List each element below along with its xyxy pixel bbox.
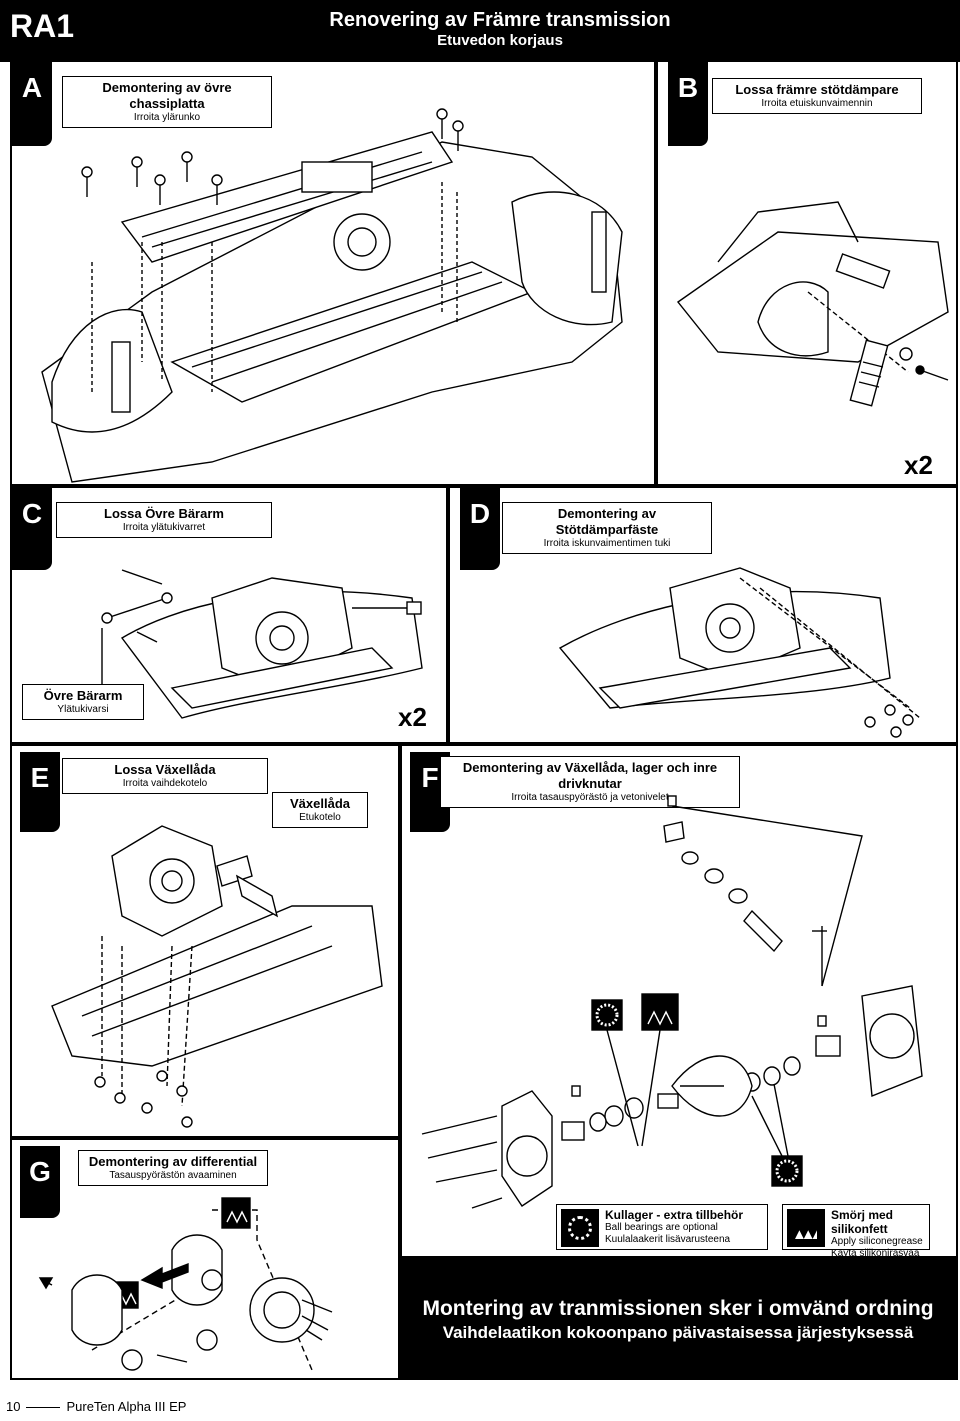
grease-legend-line3: Käytä silikonirasvaa: [831, 1248, 920, 1259]
step-a-title: Demontering av övre chassiplatta: [102, 80, 232, 111]
gearbox-part-title: Växellåda: [290, 796, 350, 811]
grease-legend-line2: Apply siliconegrease: [831, 1236, 923, 1247]
bearings-legend-line1: Kullager - extra tillbehör: [605, 1208, 744, 1222]
page-subtitle: Etuvedon korjaus: [437, 32, 563, 49]
shock-mount-illustration: [558, 567, 921, 738]
upper-arm-illustration: [101, 569, 423, 719]
gearbox-removal-illustration: [51, 825, 383, 1128]
bearings-legend: Kullager - extra tillbehör Ball bearings…: [556, 1204, 768, 1250]
step-d-subtitle: Irroita iskunvaimentimen tuki: [543, 538, 671, 549]
assembly-note-line1: Montering av tranmissionen sker i omvänd…: [422, 1297, 934, 1320]
bearings-legend-line3: Kuulalaakerit lisävarusteena: [605, 1234, 731, 1245]
header-titles: Renovering av Främre transmission Etuved…: [0, 8, 960, 50]
step-g-tab: G: [20, 1146, 60, 1218]
step-a-panel: A Demontering av övre chassiplatta Irroi…: [10, 60, 656, 486]
page-header: RA1 Renovering av Främre transmission Et…: [0, 0, 960, 62]
step-d-title: Demontering av Stötdämparfäste: [555, 506, 659, 537]
step-f-panel: F Demontering av Växellåda, lager och in…: [400, 744, 958, 1258]
step-b-tab: B: [668, 62, 708, 146]
step-c-count: x2: [398, 702, 427, 732]
upper-chassis-plate-illustration: [41, 108, 623, 483]
step-f-subtitle: Irroita tasauspyörästö ja vetonivelet: [511, 792, 669, 803]
page-title: Renovering av Främre transmission: [329, 9, 671, 31]
upper-arm-part-subtitle: Ylätukivarsi: [57, 704, 109, 715]
step-e-subtitle: Irroita vaihdekotelo: [122, 778, 208, 789]
step-c-title: Lossa Övre Bärarm: [104, 506, 224, 521]
step-d-panel: D Demontering av Stötdämparfäste Irroita…: [448, 486, 958, 744]
footer-separator: [26, 1407, 61, 1409]
grease-legend-line1: Smörj med silikonfett: [831, 1208, 894, 1236]
step-b-count: x2: [904, 450, 933, 480]
step-a-subtitle: Irroita ylärunko: [133, 112, 201, 123]
page-number: 10: [6, 1399, 21, 1414]
step-e-title: Lossa Växellåda: [114, 762, 216, 777]
step-f-label: Demontering av Växellåda, lager och inre…: [440, 756, 740, 808]
differential-exploded-illustration: [38, 1197, 333, 1371]
step-e-panel: E Lossa Växellåda Irroita vaihdekotelo V…: [10, 744, 400, 1138]
step-c-label: Lossa Övre Bärarm Irroita ylätukivarret: [56, 502, 272, 538]
gearbox-part-label: Växellåda Etukotelo: [272, 792, 368, 828]
ball-bearing-icon: [561, 1209, 599, 1247]
step-e-label: Lossa Växellåda Irroita vaihdekotelo: [62, 758, 268, 794]
upper-arm-part-title: Övre Bärarm: [43, 688, 123, 703]
step-g-subtitle: Tasauspyörästön avaaminen: [109, 1170, 237, 1181]
upper-arm-part-label: Övre Bärarm Ylätukivarsi: [22, 684, 144, 720]
assembly-note: Montering av tranmissionen sker i omvänd…: [398, 1258, 958, 1380]
grease-legend: Smörj med silikonfett Apply siliconegrea…: [782, 1204, 930, 1259]
step-e-tab: E: [20, 752, 60, 832]
step-d-label: Demontering av Stötdämparfäste Irroita i…: [502, 502, 712, 554]
step-g-label: Demontering av differential Tasauspyöräs…: [78, 1150, 268, 1186]
step-c-panel: C Lossa Övre Bärarm Irroita ylätukivarre…: [10, 486, 448, 744]
step-b-label: Lossa främre stötdämpare Irroita etuisku…: [712, 78, 922, 114]
step-g-title: Demontering av differential: [88, 1154, 258, 1169]
step-a-label: Demontering av övre chassiplatta Irroita…: [62, 76, 272, 128]
step-g-panel: G Demontering av differential Tasauspyör…: [10, 1138, 400, 1380]
step-c-tab: C: [12, 488, 52, 570]
step-a-tab: A: [12, 62, 52, 146]
gearbox-exploded-illustration: [421, 795, 923, 1209]
grease-icon: [787, 1209, 825, 1247]
page-footer: 10 PureTen Alpha III EP: [6, 1399, 186, 1414]
step-b-panel: B Lossa främre stötdämpare Irroita etuis…: [656, 60, 958, 486]
step-c-subtitle: Irroita ylätukivarret: [122, 522, 206, 533]
section-code: RA1: [10, 8, 75, 44]
step-f-title: Demontering av Växellåda, lager och inre…: [462, 760, 718, 791]
step-d-tab: D: [460, 488, 500, 570]
step-b-title: Lossa främre stötdämpare: [735, 82, 899, 97]
step-b-subtitle: Irroita etuiskunvaimennin: [761, 98, 873, 109]
bearings-legend-line2: Ball bearings are optional: [605, 1222, 718, 1233]
assembly-note-line2: Vaihdelaatikon kokoonpano päivastaisessa…: [442, 1323, 914, 1342]
front-shock-illustration: [676, 201, 949, 407]
gearbox-part-subtitle: Etukotelo: [299, 812, 341, 823]
product-name: PureTen Alpha III EP: [66, 1399, 187, 1414]
